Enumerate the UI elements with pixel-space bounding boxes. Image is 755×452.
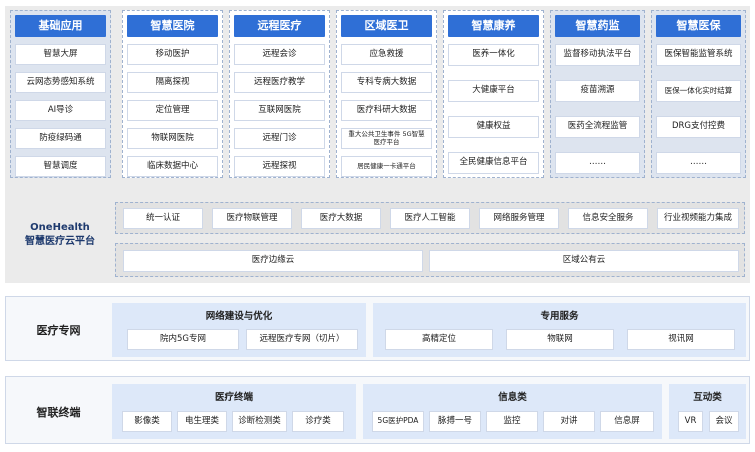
network-item[interactable]: 院内5G专网 [127, 329, 239, 350]
interactive-terminal-panel: 互动类 VR 会议 [669, 384, 746, 439]
network-item[interactable]: 物联网 [506, 329, 614, 350]
public-cloud[interactable]: 区域公有云 [429, 250, 739, 272]
terminal-item[interactable]: 影像类 [122, 411, 172, 432]
special-service-title: 专用服务 [540, 311, 579, 322]
terminal-item[interactable]: 诊疗类 [292, 411, 344, 432]
terminal-item[interactable]: 信息屏 [600, 411, 654, 432]
network-item[interactable]: 高精定位 [385, 329, 493, 350]
app-item[interactable]: …… [555, 152, 640, 174]
platform-name-line2: 智慧医疗云平台 [25, 235, 95, 247]
column-smart-hospital-title: 智慧医院 [127, 15, 218, 37]
terminal-item[interactable]: 监控 [486, 411, 538, 432]
app-item[interactable]: 防疫绿码通 [15, 128, 106, 149]
app-item[interactable]: 专科专病大数据 [341, 72, 432, 93]
terminal-item[interactable]: 脉搏一号 [429, 411, 481, 432]
medical-terminal-panel: 医疗终端 影像类 电生理类 诊断检测类 诊疗类 [112, 384, 356, 439]
platform-service[interactable]: 医疗大数据 [301, 208, 381, 229]
app-item[interactable]: DRG支付控费 [656, 116, 741, 138]
app-item[interactable]: 远程医疗教学 [234, 72, 325, 93]
app-item[interactable]: 远程门诊 [234, 128, 325, 149]
app-item[interactable]: 医养一体化 [448, 44, 539, 66]
terminal-item[interactable]: 电生理类 [177, 411, 227, 432]
app-item[interactable]: 定位管理 [127, 100, 218, 121]
column-regional-health: 区域医卫 应急救援 专科专病大数据 医疗科研大数据 重大公共卫生事件 5G智慧医… [336, 10, 437, 178]
info-terminal-title: 信息类 [498, 392, 527, 403]
app-item[interactable]: 远程会诊 [234, 44, 325, 65]
app-item[interactable]: 大健康平台 [448, 80, 539, 102]
terminal-item[interactable]: 对讲 [543, 411, 595, 432]
app-item[interactable]: 健康权益 [448, 116, 539, 138]
app-item[interactable]: 重大公共卫生事件 5G智慧医疗平台 [341, 128, 432, 149]
app-item[interactable]: 疫苗溯源 [555, 80, 640, 102]
terminal-item[interactable]: VR [678, 411, 703, 432]
app-item[interactable]: 医药全流程监管 [555, 116, 640, 138]
edge-cloud[interactable]: 医疗边缘云 [123, 250, 423, 272]
app-item[interactable]: 智慧调度 [15, 156, 106, 177]
medical-terminal-title: 医疗终端 [214, 392, 253, 403]
platform-service[interactable]: 网络服务管理 [479, 208, 559, 229]
interactive-terminal-title: 互动类 [693, 392, 722, 403]
platform-name-line1: OneHealth [30, 222, 90, 233]
column-smart-hospital: 智慧医院 移动医护 隔离探视 定位管理 物联网医院 临床数据中心 [122, 10, 223, 178]
platform-layer: OneHealth 智慧医疗云平台 统一认证 医疗物联管理 医疗大数据 医疗人工… [5, 191, 750, 283]
app-item[interactable]: AI导诊 [15, 100, 106, 121]
terminals-section: 智联终端 医疗终端 影像类 电生理类 诊断检测类 诊疗类 信息类 5G医护PDA… [5, 376, 750, 444]
app-item[interactable]: 智慧大屏 [15, 44, 106, 65]
platform-services-row: 统一认证 医疗物联管理 医疗大数据 医疗人工智能 网络服务管理 信息安全服务 行… [115, 202, 745, 234]
app-item[interactable]: 移动医护 [127, 44, 218, 65]
column-telemedicine: 远程医疗 远程会诊 远程医疗教学 互联网医院 远程门诊 远程探视 [229, 10, 330, 178]
app-item[interactable]: 应急救援 [341, 44, 432, 65]
terminal-item[interactable]: 会议 [709, 411, 739, 432]
platform-name: OneHealth 智慧医疗云平台 [5, 221, 115, 248]
info-terminal-panel: 信息类 5G医护PDA 脉搏一号 监控 对讲 信息屏 [363, 384, 662, 439]
app-item[interactable]: 远程探视 [234, 156, 325, 177]
app-item[interactable]: 医保一体化实时结算 [656, 80, 741, 102]
app-item[interactable]: 物联网医院 [127, 128, 218, 149]
column-telemedicine-title: 远程医疗 [234, 15, 325, 37]
platform-service[interactable]: 信息安全服务 [568, 208, 648, 229]
special-service-panel: 专用服务 高精定位 物联网 视讯网 [373, 303, 746, 357]
column-smart-eldercare: 智慧康养 医养一体化 大健康平台 健康权益 全民健康信息平台 [443, 10, 544, 178]
column-basic-apps: 基础应用 智慧大屏 云网态势感知系统 AI导诊 防疫绿码通 智慧调度 [10, 10, 111, 178]
terminal-item[interactable]: 诊断检测类 [232, 411, 287, 432]
network-build-panel: 网络建设与优化 院内5G专网 远程医疗专网（切片） [112, 303, 366, 357]
column-medical-insurance-title: 智慧医保 [656, 15, 741, 37]
app-item[interactable]: 医保智能监管系统 [656, 44, 741, 66]
platform-service[interactable]: 行业视频能力集成 [657, 208, 739, 229]
terminals-label: 智联终端 [36, 406, 81, 419]
medical-network-section: 医疗专网 网络建设与优化 院内5G专网 远程医疗专网（切片） 专用服务 高精定位… [5, 296, 750, 361]
column-medical-insurance: 智慧医保 医保智能监管系统 医保一体化实时结算 DRG支付控费 …… [651, 10, 746, 178]
network-build-title: 网络建设与优化 [205, 311, 273, 322]
app-item[interactable]: 隔离探视 [127, 72, 218, 93]
network-item[interactable]: 视讯网 [627, 329, 735, 350]
platform-service[interactable]: 统一认证 [123, 208, 203, 229]
column-drug-supervision: 智慧药监 监督移动执法平台 疫苗溯源 医药全流程监管 …… [550, 10, 645, 178]
column-drug-supervision-title: 智慧药监 [555, 15, 640, 37]
column-basic-apps-title: 基础应用 [15, 15, 106, 37]
app-item[interactable]: 医疗科研大数据 [341, 100, 432, 121]
app-item[interactable]: 云网态势感知系统 [15, 72, 106, 93]
app-item[interactable]: 临床数据中心 [127, 156, 218, 177]
column-regional-health-title: 区域医卫 [341, 15, 432, 37]
app-item[interactable]: …… [656, 152, 741, 174]
app-item[interactable]: 全民健康信息平台 [448, 152, 539, 174]
app-item[interactable]: 居民健康一卡通平台 [341, 156, 432, 177]
platform-service[interactable]: 医疗人工智能 [390, 208, 470, 229]
terminal-item[interactable]: 5G医护PDA [372, 411, 424, 432]
app-item[interactable]: 互联网医院 [234, 100, 325, 121]
platform-clouds-row: 医疗边缘云 区域公有云 [115, 243, 745, 277]
app-item[interactable]: 监督移动执法平台 [555, 44, 640, 66]
platform-service[interactable]: 医疗物联管理 [212, 208, 292, 229]
column-smart-eldercare-title: 智慧康养 [448, 15, 539, 37]
network-item[interactable]: 远程医疗专网（切片） [246, 329, 358, 350]
medical-network-label: 医疗专网 [36, 324, 81, 337]
